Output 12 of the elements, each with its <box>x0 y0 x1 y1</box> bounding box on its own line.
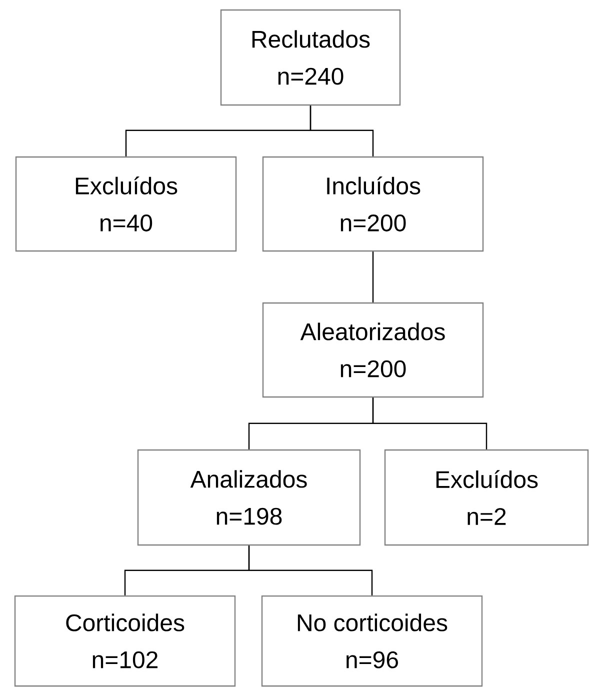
connector-line <box>372 252 374 302</box>
process-box: Incluídos n=200 <box>262 156 484 252</box>
process-box: Excluídos n=2 <box>384 449 589 546</box>
process-box: Excluídos n=40 <box>15 156 237 252</box>
process-box: Corticoides n=102 <box>14 595 236 687</box>
process-box: No corticoides n=96 <box>261 595 483 687</box>
connector-line <box>310 106 374 156</box>
process-box: Analizados n=198 <box>137 449 361 546</box>
process-box: Reclutados n=240 <box>220 9 401 106</box>
connector-line <box>372 398 488 450</box>
connector-line <box>248 546 373 596</box>
process-box: Aleatorizados n=200 <box>262 302 484 398</box>
